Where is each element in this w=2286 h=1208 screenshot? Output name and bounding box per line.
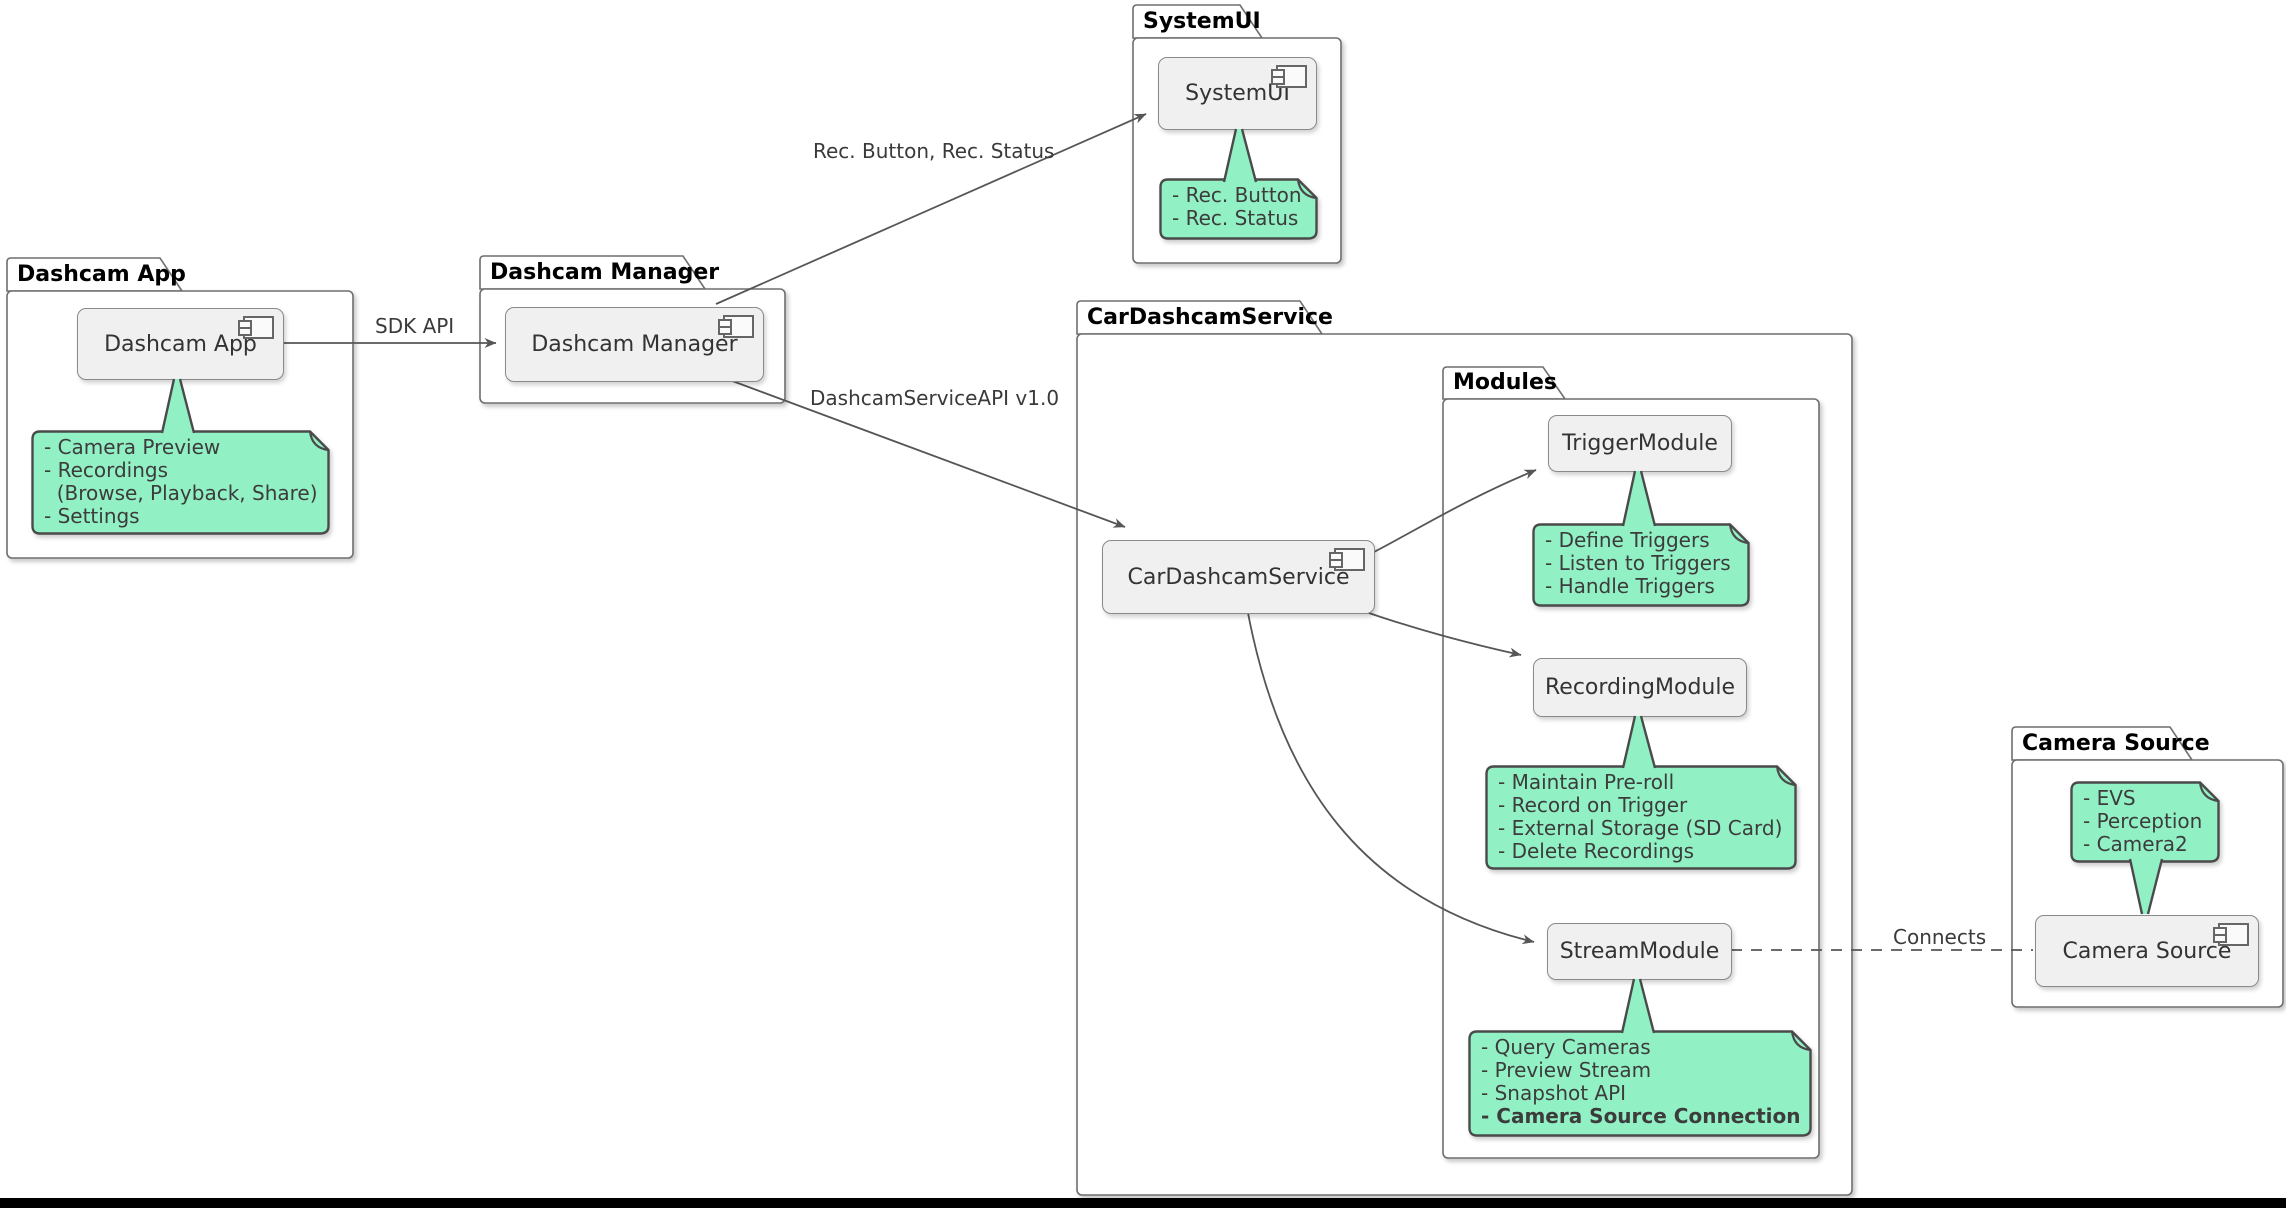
- note-pointer: [160, 378, 196, 434]
- note-pointer: [2128, 858, 2164, 915]
- component-label: RecordingModule: [1544, 675, 1736, 700]
- note-pointer: [1621, 715, 1657, 769]
- component-label: CarDashcamService: [1127, 564, 1350, 590]
- edge-label-sdk-api: SDK API: [375, 314, 455, 338]
- note-trigger-module: - Define Triggers- Listen to Triggers- H…: [1532, 523, 1750, 607]
- note-text: - Query Cameras- Preview Stream- Snapsho…: [1481, 1035, 1801, 1128]
- note-shape: [31, 430, 330, 535]
- note-text: - EVS- Perception- Camera2: [2083, 786, 2203, 856]
- edge-to-trigger-module: [1373, 469, 1537, 553]
- edge-label-connects: Connects: [1893, 925, 1987, 949]
- component-recording-module: RecordingModule: [1533, 658, 1747, 717]
- component-label: Dashcam App: [104, 331, 257, 357]
- component-icon: [718, 315, 754, 338]
- package-title-dashcam-manager: Dashcam Manager: [490, 260, 720, 285]
- package-title-cardashcamservice: CarDashcamService: [1087, 305, 1333, 330]
- edge-label-rec-button-status: Rec. Button, Rec. Status: [813, 139, 1055, 163]
- package-title-systemui: SystemUI: [1143, 9, 1261, 34]
- component-label: Camera Source: [2062, 938, 2232, 964]
- package-title-camera-source: Camera Source: [2022, 731, 2210, 756]
- bottom-black-bar: [0, 1198, 2286, 1208]
- component-cardashcamservice: CarDashcamService: [1102, 540, 1375, 614]
- note-pointer: [1620, 978, 1656, 1034]
- component-icon: [1329, 548, 1365, 571]
- note-dashcam-app: - Camera Preview- Recordings (Browse, Pl…: [31, 430, 330, 535]
- note-shape: [1468, 1030, 1812, 1137]
- component-camera-source: Camera Source: [2035, 915, 2259, 987]
- component-icon: [1271, 65, 1307, 88]
- note-pointer: [1222, 128, 1258, 183]
- edge-to-recording-module: [1362, 610, 1522, 658]
- component-label: Dashcam Manager: [531, 332, 738, 357]
- note-shape: [2070, 781, 2220, 863]
- component-icon: [238, 316, 274, 339]
- note-shape: [1485, 765, 1797, 870]
- component-trigger-module: TriggerModule: [1548, 415, 1732, 472]
- note-text: - Maintain Pre-roll- Record on Trigger- …: [1498, 770, 1783, 863]
- component-label: StreamModule: [1559, 939, 1720, 964]
- component-dashcam-manager: Dashcam Manager: [505, 307, 764, 382]
- component-stream-module: StreamModule: [1547, 923, 1732, 980]
- note-text: - Define Triggers- Listen to Triggers- H…: [1545, 528, 1731, 598]
- component-dashcam-app: Dashcam App: [77, 308, 284, 380]
- edge-rec-button-status: [715, 113, 1147, 305]
- note-text: - Rec. Button- Rec. Status: [1172, 183, 1302, 230]
- component-icon: [2213, 923, 2249, 946]
- component-label: SystemUI: [1185, 81, 1290, 106]
- note-shape: [1159, 178, 1318, 240]
- edge-label-dashcam-service-api: DashcamServiceAPI v1.0: [810, 386, 1060, 410]
- note-text: - Camera Preview- Recordings (Browse, Pl…: [44, 435, 318, 528]
- edge-dashcam-service-api: [726, 378, 1126, 528]
- note-systemui: - Rec. Button- Rec. Status: [1159, 178, 1318, 240]
- component-label: TriggerModule: [1562, 431, 1718, 456]
- note-pointer: [1621, 470, 1657, 527]
- note-recording-module: - Maintain Pre-roll- Record on Trigger- …: [1485, 765, 1797, 870]
- edge-to-stream-module: [1247, 612, 1535, 945]
- note-shape: [1532, 523, 1750, 607]
- component-systemui: SystemUI: [1158, 57, 1317, 130]
- package-title-dashcam-app: Dashcam App: [17, 262, 186, 287]
- note-stream-module: - Query Cameras- Preview Stream- Snapsho…: [1468, 1030, 1812, 1137]
- note-camera-source: - EVS- Perception- Camera2: [2070, 781, 2220, 863]
- package-title-modules: Modules: [1453, 370, 1557, 395]
